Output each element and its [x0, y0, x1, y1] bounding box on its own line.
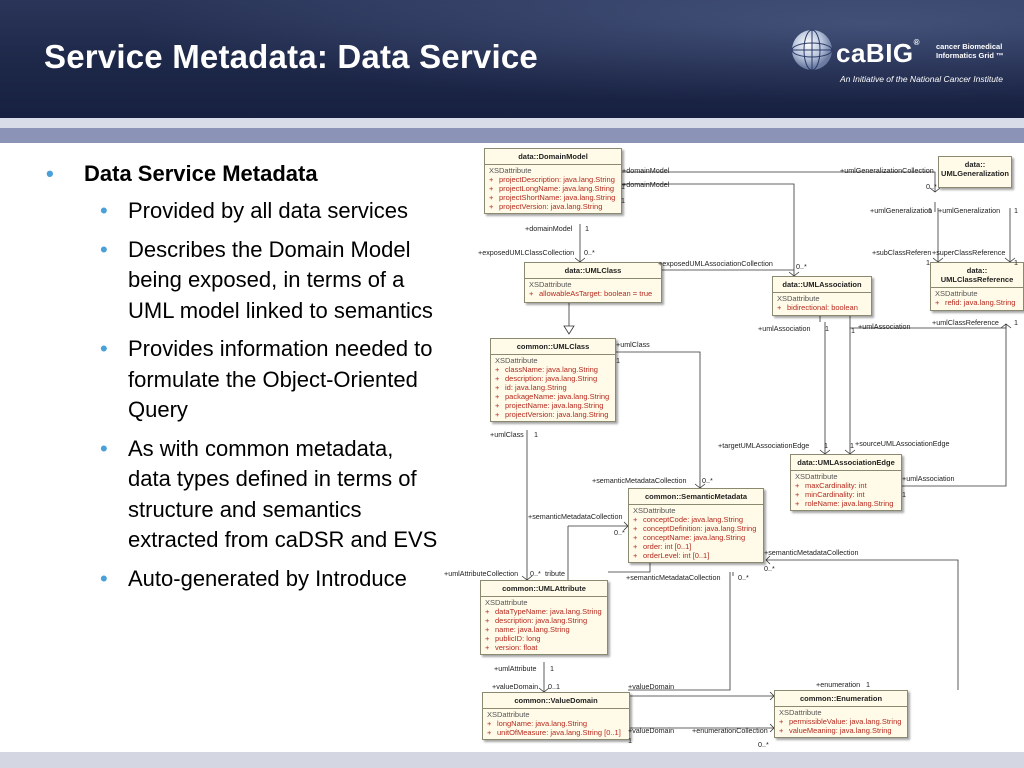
class-semantic-metadata: common::SemanticMetadata XSDattribute +c…	[628, 488, 764, 563]
assoc-label: +valueDomain	[628, 682, 675, 691]
assoc-label: +domainModel	[525, 224, 573, 233]
assoc-label: +superClassReference	[932, 248, 1006, 257]
multiplicity-label: 0..*	[764, 564, 775, 573]
assoc-label: +semanticMetadataCollection	[528, 512, 623, 521]
header-stripe-light	[0, 118, 1024, 128]
assoc-label: +semanticMetadataCollection	[764, 548, 859, 557]
assoc-label: tribute	[545, 569, 565, 578]
class-uml-class-reference: data::UMLClassReference XSDattribute +re…	[930, 262, 1024, 311]
class-domain-model: data::DomainModel XSDattribute +projectD…	[484, 148, 622, 214]
assoc-label: +enumerationCollection	[692, 726, 768, 735]
assoc-label: +semanticMetadataCollection	[592, 476, 687, 485]
multiplicity-label: 1	[926, 258, 930, 267]
multiplicity-label: 1	[550, 664, 554, 673]
multiplicity-label: 1	[628, 736, 632, 745]
multiplicity-label: 0..*	[584, 248, 595, 257]
assoc-label: +umlAssociation	[758, 324, 811, 333]
slide-title: Service Metadata: Data Service	[44, 38, 538, 75]
multiplicity-label: 1	[866, 680, 870, 689]
header-stripe-dark	[0, 128, 1024, 143]
multiplicity-label: 1	[850, 441, 854, 450]
footer-bar	[0, 752, 1024, 768]
assoc-label: +domainModel	[622, 180, 670, 189]
logo-wordmark: caBIG®	[836, 38, 921, 68]
multiplicity-label: 0..*	[738, 573, 749, 582]
assoc-label: +valueDomain	[492, 682, 539, 691]
assoc-label: +umlGeneralizationCollection	[840, 166, 934, 175]
multiplicity-label: 1	[534, 430, 538, 439]
assoc-label: +umlGeneralization	[938, 206, 1001, 215]
multiplicity-label: 1	[585, 224, 589, 233]
multiplicity-label: 0..1	[548, 682, 560, 691]
class-value-domain: common::ValueDomain XSDattribute +longNa…	[482, 692, 630, 740]
list-item: •As with common metadata, data types def…	[100, 435, 438, 553]
multiplicity-label: 0..*	[702, 476, 713, 485]
assoc-label: +umlAssociation	[858, 322, 911, 331]
assoc-label: +exposedUMLAssociationCollection	[658, 259, 773, 268]
assoc-label: +domainModel	[622, 166, 670, 175]
multiplicity-label: 1	[1014, 206, 1018, 215]
class-uml-association: data::UMLAssociation XSDattribute +bidir…	[772, 276, 872, 316]
assoc-label: +valueDomain	[628, 726, 675, 735]
multiplicity-label: 1	[851, 326, 855, 335]
slide-header	[0, 0, 1024, 118]
logo-tagline: An Initiative of the National Cancer Ins…	[840, 74, 1004, 84]
assoc-label: +subClassReferen	[872, 248, 932, 257]
multiplicity-label: 1	[616, 356, 620, 365]
assoc-label: +umlClassReference	[932, 318, 999, 327]
multiplicity-label: 1	[1014, 318, 1018, 327]
list-item: •Provided by all data services	[100, 198, 409, 223]
multiplicity-label: 0..*	[926, 182, 937, 191]
multiplicity-label: 1	[621, 196, 625, 205]
globe-icon	[791, 29, 833, 71]
multiplicity-label: 0..*	[758, 740, 769, 749]
multiplicity-label: 0..*	[614, 528, 625, 537]
assoc-label: +umlAttributeCollection	[444, 569, 519, 578]
multiplicity-label: 0..*	[530, 569, 541, 578]
list-item: •Auto-generated by Introduce	[100, 565, 407, 591]
assoc-label: +sourceUMLAssociationEdge	[855, 439, 950, 448]
multiplicity-label: 1	[1014, 258, 1018, 267]
assoc-label: +exposedUMLClassCollection	[478, 248, 575, 257]
assoc-label: +semanticMetadataCollection	[626, 573, 721, 582]
multiplicity-label: 1	[824, 441, 828, 450]
class-uml-generalization: data::UMLGeneralization	[938, 156, 1012, 188]
assoc-label: +umlAttribute	[494, 664, 537, 673]
assoc-label: +umlClass	[490, 430, 524, 439]
bullet-list: •Data Service Metadata •Provided by all …	[40, 160, 440, 602]
logo-subtitle: cancer Biomedical Informatics Grid ™	[936, 42, 1004, 60]
multiplicity-label: 1	[902, 490, 906, 499]
assoc-label: +targetUMLAssociationEdge	[718, 441, 810, 450]
class-uml-association-edge: data::UMLAssociationEdge XSDattribute +m…	[790, 454, 902, 511]
class-uml-attribute: common::UMLAttribute XSDattribute +dataT…	[480, 580, 608, 655]
multiplicity-label: 0..*	[796, 262, 807, 271]
assoc-label: +umlGeneralization	[870, 206, 933, 215]
bullet-heading: •Data Service Metadata	[46, 161, 318, 186]
uml-diagram: data::DomainModel XSDattribute +projectD…	[440, 140, 1024, 760]
multiplicity-label: 1	[825, 324, 829, 333]
multiplicity-label: 1	[928, 206, 932, 215]
cabig-logo: caBIG® cancer Biomedical Informatics Gri…	[790, 28, 1020, 96]
list-item: •Provides information needed to formulat…	[100, 336, 433, 422]
class-enumeration: common::Enumeration XSDattribute +permis…	[774, 690, 908, 738]
multiplicity-label: 1	[621, 182, 625, 191]
class-uml-class: data::UMLClass XSDattribute +allowableAs…	[524, 262, 662, 303]
assoc-label: +enumeration	[816, 680, 861, 689]
list-item: •Describes the Domain Model being expose…	[100, 236, 433, 323]
assoc-label: +umlAssociation	[902, 474, 955, 483]
class-common-uml-class: common::UMLClass XSDattribute +className…	[490, 338, 616, 422]
assoc-label: +umlClass	[616, 340, 650, 349]
uml-connectors	[521, 171, 1016, 733]
